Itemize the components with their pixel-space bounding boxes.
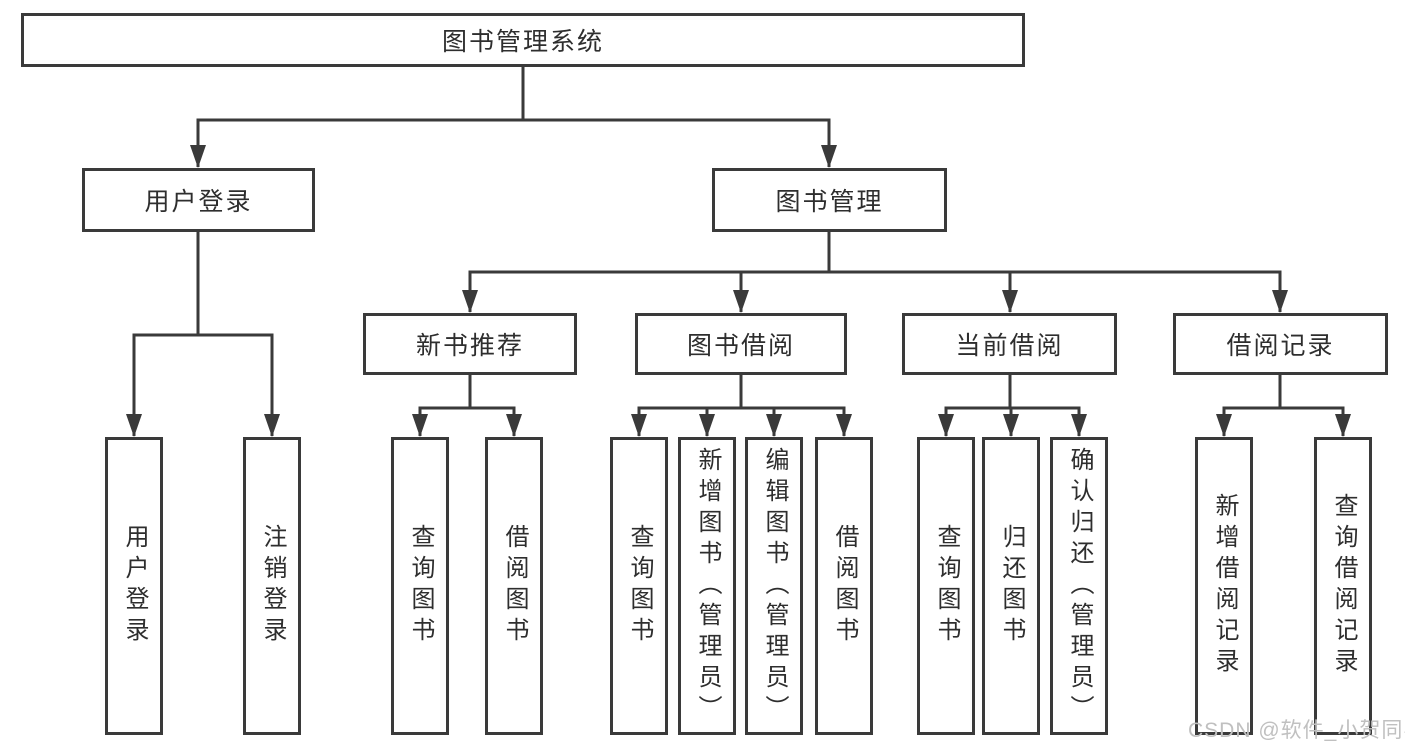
node-borrowing-records: 借阅记录: [1173, 313, 1388, 375]
leaf-add-book-admin-label: 新增图书（管理员）: [694, 446, 721, 726]
node-current-borrowing-label: 当前借阅: [955, 332, 1064, 360]
leaf-add-book-admin: 新增图书（管理员）: [678, 437, 736, 735]
leaf-query-books-current: 查询图书: [917, 437, 975, 735]
edges-current-borrowing-branch: [938, 375, 1087, 437]
node-root: 图书管理系统: [21, 13, 1025, 67]
leaf-query-books-recommend: 查询图书: [391, 437, 449, 735]
leaf-confirm-return-admin: 确认归还（管理员）: [1050, 437, 1108, 735]
leaf-query-books-borrowing: 查询图书: [610, 437, 668, 735]
node-new-book-recommendation: 新书推荐: [363, 313, 577, 375]
edges-book-management-branch: [462, 232, 1288, 313]
leaf-query-borrow-record: 查询借阅记录: [1314, 437, 1372, 735]
leaf-return-books-label: 归还图书: [998, 524, 1025, 648]
leaf-borrow-books-borrowing-label: 借阅图书: [831, 524, 858, 648]
edges-book-borrowing-branch: [631, 375, 852, 437]
node-book-management: 图书管理: [712, 168, 947, 232]
leaf-logout-label: 注销登录: [259, 524, 286, 648]
leaf-query-books-recommend-label: 查询图书: [407, 524, 434, 648]
leaf-borrow-books-recommend-label: 借阅图书: [501, 524, 528, 648]
edges-new-book-branch: [412, 375, 522, 437]
node-user-login-label: 用户登录: [144, 188, 253, 216]
leaf-logout: 注销登录: [243, 437, 301, 735]
leaf-add-borrow-record: 新增借阅记录: [1195, 437, 1253, 735]
leaf-edit-book-admin: 编辑图书（管理员）: [745, 437, 803, 735]
leaf-user-login-label: 用户登录: [121, 524, 148, 648]
leaf-edit-book-admin-label: 编辑图书（管理员）: [761, 446, 788, 726]
leaf-add-borrow-record-label: 新增借阅记录: [1211, 493, 1238, 679]
leaf-user-login: 用户登录: [105, 437, 163, 735]
leaf-return-books: 归还图书: [982, 437, 1040, 735]
leaf-borrow-books-borrowing: 借阅图书: [815, 437, 873, 735]
leaf-borrow-books-recommend: 借阅图书: [485, 437, 543, 735]
node-book-management-label: 图书管理: [775, 188, 884, 216]
leaf-query-books-current-label: 查询图书: [933, 524, 960, 648]
leaf-query-borrow-record-label: 查询借阅记录: [1330, 493, 1357, 679]
edges-root-to-level2: [190, 67, 837, 168]
node-borrowing-records-label: 借阅记录: [1226, 332, 1335, 360]
node-root-label: 图书管理系统: [441, 28, 604, 56]
node-current-borrowing: 当前借阅: [902, 313, 1117, 375]
edges-borrowing-records-branch: [1216, 375, 1351, 437]
leaf-query-books-borrowing-label: 查询图书: [626, 524, 653, 648]
edges-user-login-branch: [126, 232, 280, 437]
node-user-login: 用户登录: [82, 168, 315, 232]
node-book-borrowing-label: 图书借阅: [686, 332, 795, 360]
watermark-text: CSDN @软件_小贺同学: [1188, 719, 1405, 742]
leaf-confirm-return-admin-label: 确认归还（管理员）: [1066, 446, 1093, 726]
node-new-book-recommendation-label: 新书推荐: [415, 332, 524, 360]
node-book-borrowing: 图书借阅: [635, 313, 847, 375]
